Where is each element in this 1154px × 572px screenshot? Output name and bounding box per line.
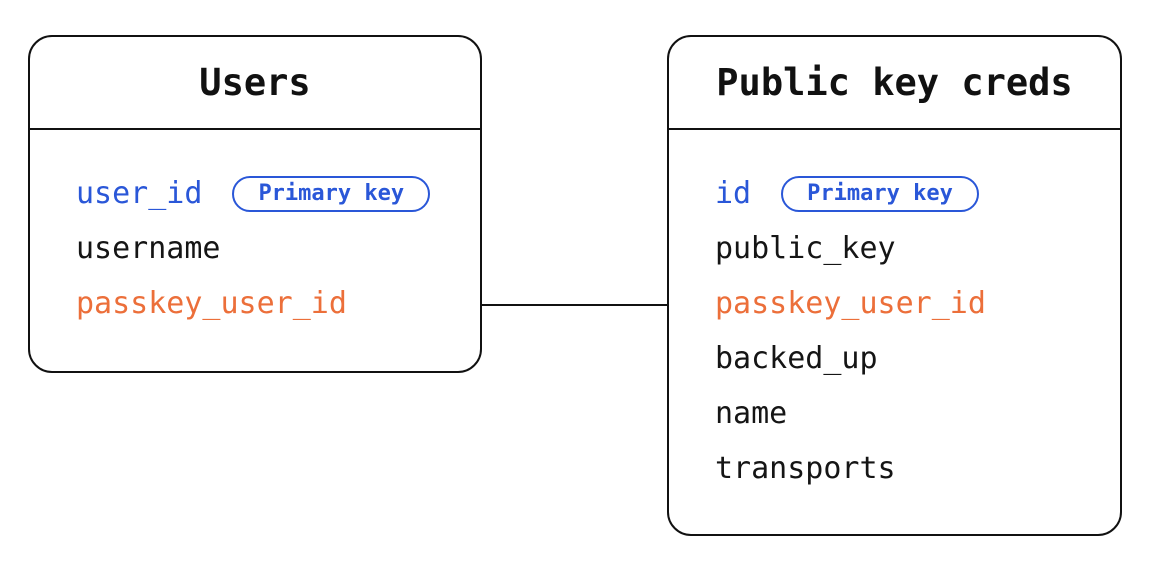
field-name: username <box>76 231 221 266</box>
field-row: backed_up <box>715 331 1120 386</box>
field-name: user_id <box>76 176 203 211</box>
field-row: passkey_user_id <box>715 276 1120 331</box>
field-name: public_key <box>715 231 896 266</box>
field-row: username <box>76 221 480 276</box>
field-name: passkey_user_id <box>715 286 986 321</box>
table-users: Users user_id Primary key username passkey_… <box>28 35 482 373</box>
table-users-title: Users <box>30 37 480 130</box>
table-public-key-creds-title: Public key creds <box>669 37 1120 130</box>
field-name: transports <box>715 451 896 486</box>
field-row: id Primary key <box>715 166 1120 221</box>
relationship-line <box>482 304 667 306</box>
field-name: backed_up <box>715 341 878 376</box>
table-users-fields: user_id Primary key username passkey_user_i… <box>30 130 480 331</box>
field-row: transports <box>715 441 1120 496</box>
field-name: id <box>715 176 752 211</box>
field-row: name <box>715 386 1120 441</box>
field-row: user_id Primary key <box>76 166 480 221</box>
field-name: passkey_user_id <box>76 286 347 321</box>
field-name: name <box>715 396 788 431</box>
primary-key-badge: Primary key <box>781 175 979 212</box>
table-public-key-creds: Public key creds id Primary key public_key… <box>667 35 1122 536</box>
field-row: passkey_user_id <box>76 276 480 331</box>
primary-key-badge: Primary key <box>232 175 431 212</box>
field-row: public_key <box>715 221 1120 276</box>
